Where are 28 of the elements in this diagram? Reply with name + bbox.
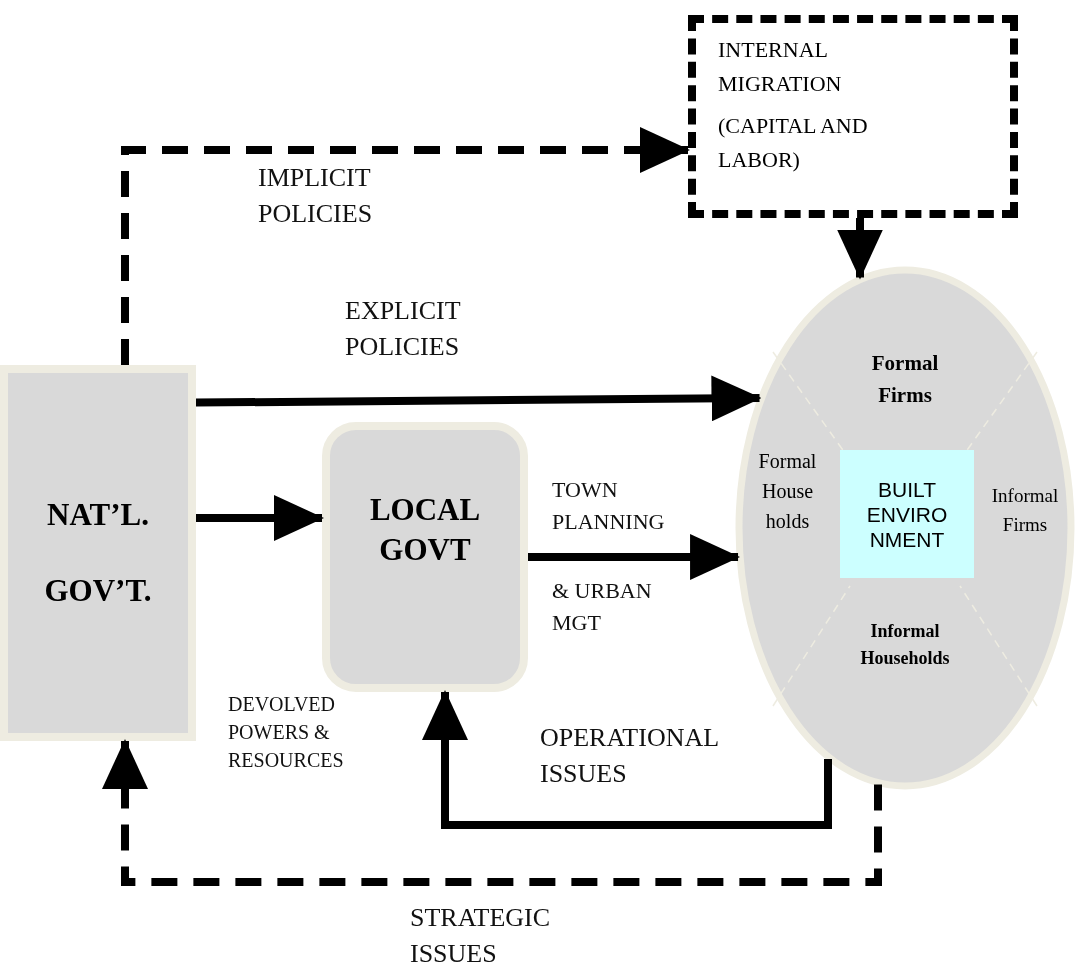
node-label: (CAPITAL AND LABOR)	[718, 112, 869, 174]
node-label: Informal Households	[859, 620, 951, 670]
arrow	[121, 127, 690, 365]
annotation-text: OPERATIONAL ISSUES	[540, 722, 720, 790]
government-box	[322, 422, 528, 692]
node-label: Informal Firms	[990, 484, 1060, 537]
node-label: NAT’L.	[47, 497, 149, 533]
arrow	[102, 739, 882, 886]
annotation-text: IMPLICIT POLICIES	[258, 162, 374, 230]
arrow	[195, 375, 762, 422]
annotation-text: TOWN PLANNING	[552, 476, 666, 536]
arrow	[528, 534, 741, 580]
annotation-text: EXPLICIT POLICIES	[345, 295, 462, 363]
node-label: INTERNAL MIGRATION	[718, 36, 843, 98]
annotation-text: DEVOLVED POWERS & RESOURCES	[228, 692, 345, 773]
sector-ellipse	[735, 266, 1075, 790]
built-environment-box	[840, 450, 974, 578]
node-label: LOCAL GOVT	[368, 491, 482, 569]
annotation-text: & URBAN MGT	[552, 577, 653, 637]
node-label: Formal House holds	[757, 449, 818, 534]
arrow	[196, 495, 324, 541]
node-label: BUILT ENVIRO NMENT	[865, 476, 949, 552]
annotation-text: STRATEGIC ISSUES	[410, 902, 552, 970]
node-label: GOV’T.	[44, 573, 152, 609]
migration-box	[688, 15, 1018, 218]
government-box	[0, 365, 196, 741]
node-label: Formal Firms	[870, 350, 940, 409]
arrow	[422, 690, 832, 829]
